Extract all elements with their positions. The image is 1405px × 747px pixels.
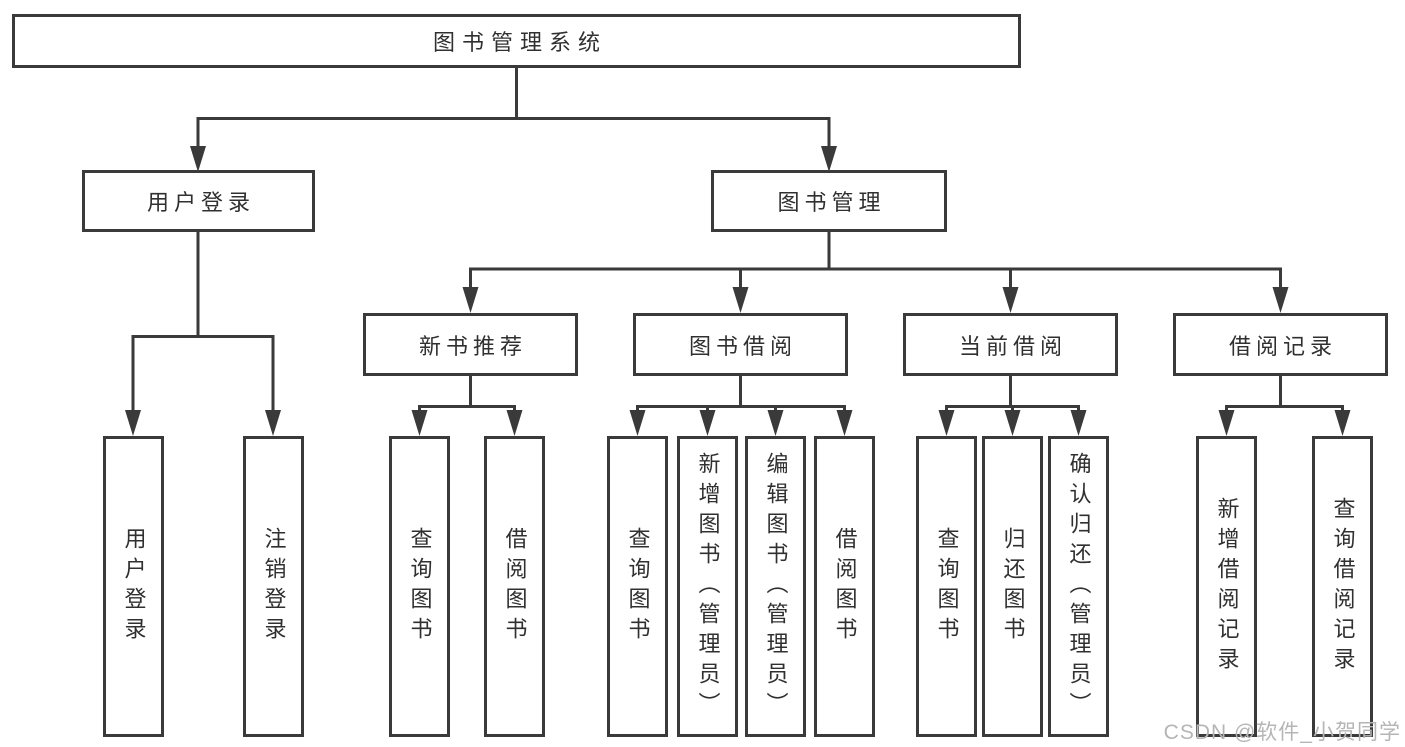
node-user-login: 用户登录 bbox=[82, 170, 315, 232]
node-book-borrowing: 图书借阅 bbox=[633, 313, 848, 376]
node-library-management-system: 图书管理系统 bbox=[12, 14, 1021, 68]
node-book-management: 图书管理 bbox=[711, 170, 947, 232]
node-current-borrowing: 当前借阅 bbox=[903, 313, 1118, 376]
node-query-books-recommend: 查询图书 bbox=[389, 436, 450, 737]
csdn-watermark: CSDN @软件_小贺同学 bbox=[1163, 721, 1401, 744]
node-confirm-return-admin: 确认归还（管理员） bbox=[1048, 436, 1109, 737]
node-add-borrow-record: 新增借阅记录 bbox=[1196, 436, 1257, 737]
node-borrow-books-recommend: 借阅图书 bbox=[484, 436, 545, 737]
node-return-books: 归还图书 bbox=[982, 436, 1043, 737]
arrow-heads bbox=[125, 146, 1351, 436]
node-edit-books-admin: 编辑图书（管理员） bbox=[745, 436, 806, 737]
node-new-book-recommendation: 新书推荐 bbox=[363, 313, 578, 376]
node-borrowing-records: 借阅记录 bbox=[1173, 313, 1388, 376]
node-user-login-action: 用户登录 bbox=[103, 436, 164, 737]
node-query-books-borrowing: 查询图书 bbox=[607, 436, 668, 737]
node-borrow-books-borrowing: 借阅图书 bbox=[814, 436, 875, 737]
node-add-books-admin: 新增图书（管理员） bbox=[677, 436, 738, 737]
node-query-books-current: 查询图书 bbox=[916, 436, 977, 737]
tree-edges bbox=[131, 68, 1344, 412]
node-logout: 注销登录 bbox=[243, 436, 304, 737]
node-query-borrow-record: 查询借阅记录 bbox=[1312, 436, 1373, 737]
